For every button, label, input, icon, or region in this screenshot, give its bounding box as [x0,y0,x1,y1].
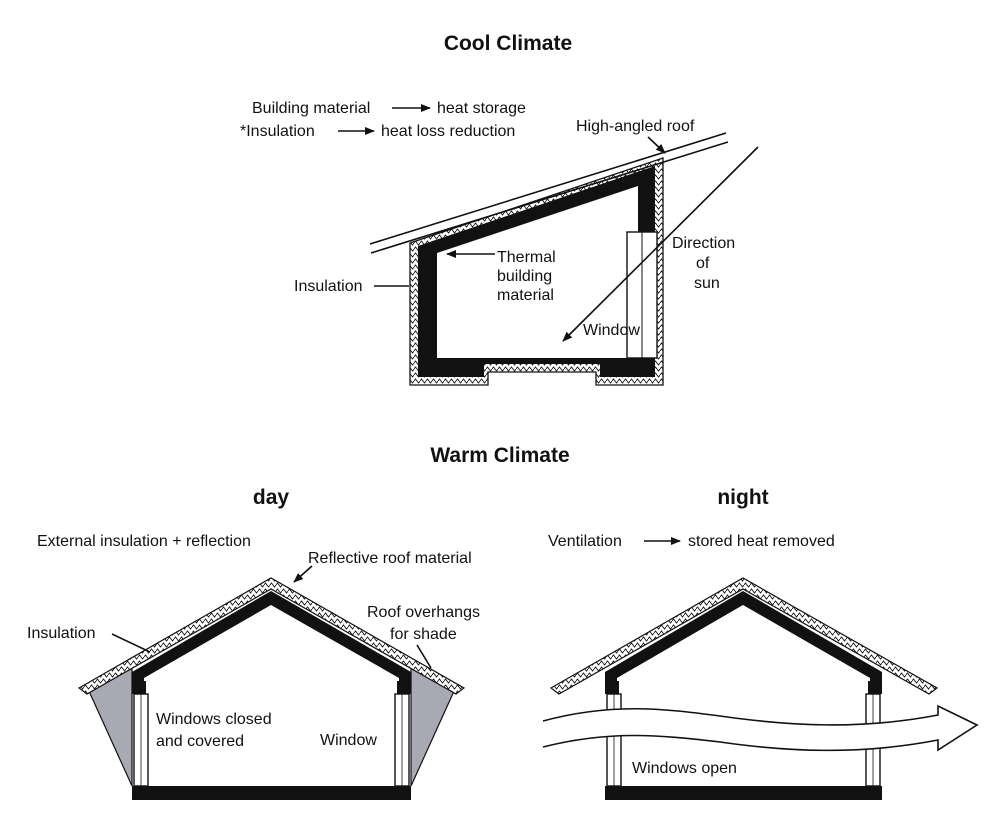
windows-closed-line2: and covered [156,733,244,750]
day-insulation-pointer [111,633,151,653]
night-caption-right: stored heat removed [688,533,835,550]
cool-house [369,132,729,386]
warm-climate-title: Warm Climate [430,444,569,467]
cool-climate-section: Cool Climate Building material heat stor… [240,32,759,386]
night-right-wall-top [868,681,882,694]
windows-open-label: Windows open [632,760,737,777]
direction-of-sun-line1: Direction [672,235,735,252]
cool-insulation-label: Insulation [294,278,363,295]
thermal-label-line1: Thermal [497,249,556,266]
warm-day: day External insulation + reflection Ref… [27,486,480,800]
night-floor [605,786,882,800]
day-left-wall-top [132,681,146,694]
day-right-wall-top [397,681,411,694]
sun-direction-arrow [562,146,759,342]
cool-roof-top [369,132,727,245]
reflective-roof-label: Reflective roof material [308,550,472,567]
cool-interior [437,186,638,358]
reflective-roof-pointer [293,565,313,583]
warm-night: night Ventilation stored heat removed Wi… [542,486,979,800]
high-angled-roof-label: High-angled roof [576,118,695,135]
day-caption: External insulation + reflection [37,533,251,550]
night-caption-left: Ventilation [548,533,622,550]
legend-heat-storage: heat storage [437,100,526,117]
ventilation-airflow-arrow [542,704,979,752]
cool-climate-title: Cool Climate [444,32,572,55]
cool-roof-bottom [370,141,729,254]
direction-of-sun-line2: of [696,255,710,272]
day-window-label: Window [320,732,377,749]
night-roof-insulation [549,577,939,695]
night-left-wall-top [605,681,619,694]
legend-building-material: Building material [252,100,370,117]
windows-closed-line1: Windows closed [156,711,272,728]
thermal-label-line3: material [497,287,554,304]
overhang-pointer [416,644,432,669]
cool-window-label: Window [583,322,640,339]
legend-insulation: *Insulation [240,123,315,140]
warm-climate-section: Warm Climate day External insulation + r… [27,444,979,800]
overhang-label-line2: for shade [390,626,457,643]
direction-of-sun-line3: sun [694,275,720,292]
overhang-label-line1: Roof overhangs [367,604,480,621]
night-thermal-roof [605,591,882,690]
legend-heat-loss: heat loss reduction [381,123,515,140]
day-thermal-roof [132,591,411,690]
day-floor [132,786,411,800]
roof-pointer [647,136,666,154]
night-title: night [717,486,768,509]
day-roof-insulation [77,577,466,695]
thermal-label-line2: building [497,268,552,285]
day-title: day [253,486,290,509]
day-insulation-label: Insulation [27,625,96,642]
